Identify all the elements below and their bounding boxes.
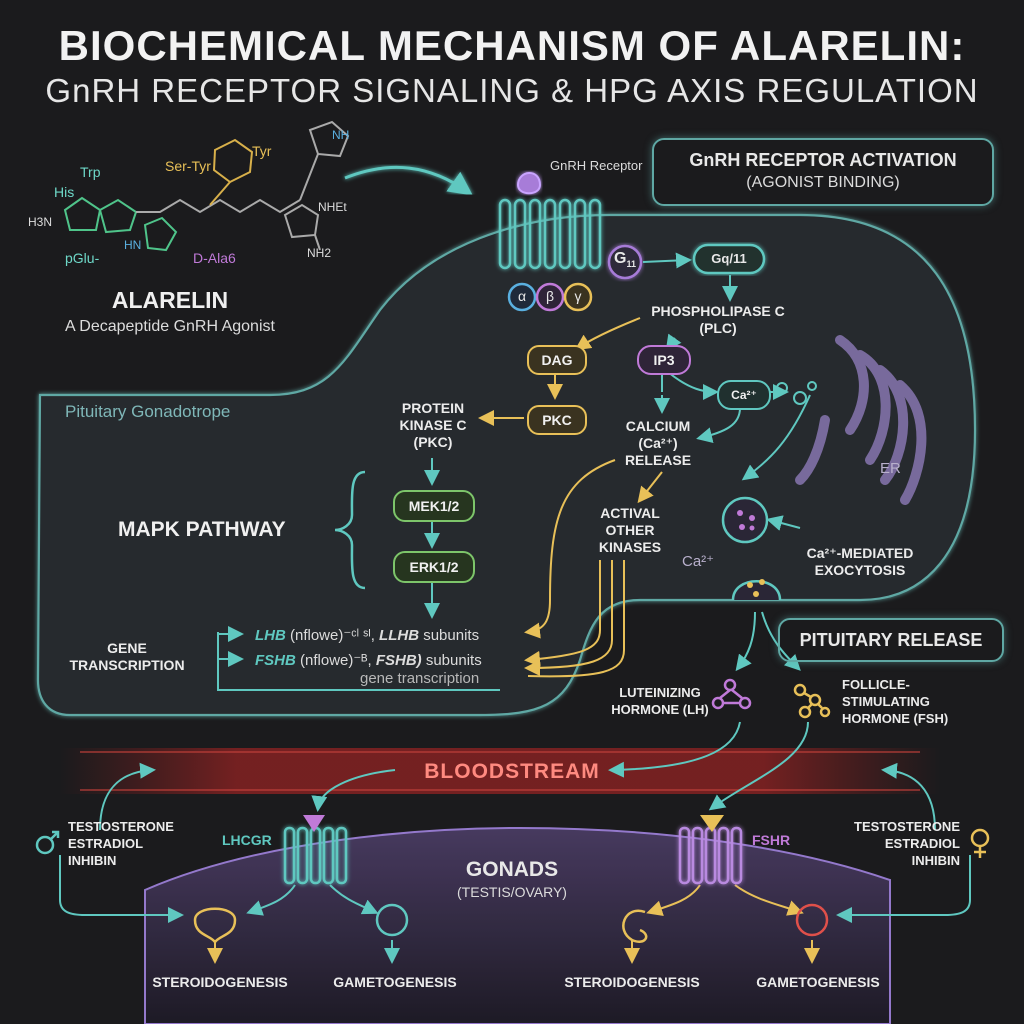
er-graphic [795,335,927,505]
dag-node: DAG [527,345,587,375]
mek-node: MEK1/2 [393,490,475,522]
gnrh-receptor-label: GnRH Receptor [550,158,643,173]
residue-nhet: NHEt [318,200,347,214]
lhb-gene-line: LHB (nflowe)⁻ᶜˡ ˢᴵ, LLHB subunits [255,627,480,644]
ca-node: Ca²⁺ [717,380,771,410]
residue-trp: Trp [80,164,101,180]
residue-pglu: pGlu- [65,250,100,266]
pituitary-release-label: PITUITARY RELEASE [799,630,983,650]
steroidogenesis-icon-right [622,909,648,943]
gq-label: Gq/11 [711,251,747,266]
gonads-title: GONADS [465,858,559,881]
gametogenesis-label-right: GAMETOGENESIS [756,974,880,990]
subunit-beta: β [545,288,555,304]
receptor-activation-box: GnRH RECEPTOR ACTIVATION (AGONIST BINDIN… [652,138,994,206]
residue-h3n: H3N [28,215,53,229]
gonads-subtitle: (TESTIS/OVARY) [457,884,567,900]
residue-ser-tyr: Ser-Tyr [165,158,211,174]
cytosol-calcium-label: Ca²⁺ [682,553,715,570]
gnrh-receptor-graphic [498,198,602,270]
g-protein-label: G11 [614,250,636,270]
residue-tyr: Tyr [252,143,272,159]
steroidogenesis-label-right: STEROIDOGENESIS [564,974,700,990]
gametogenesis-icon-right [795,903,829,937]
activation-title: GnRH RECEPTOR ACTIVATION [689,150,957,170]
main-subtitle: GnRH RECEPTOR SIGNALING & HPG AXIS REGUL… [45,72,979,109]
gametogenesis-icon-left [375,903,409,937]
male-symbol-icon [35,830,60,855]
er-label: ER [880,460,901,477]
erk-node: ERK1/2 [393,551,475,583]
residue-hn: HN [124,238,142,252]
gonads-region [144,826,891,1024]
residue-nh2: NH2 [307,246,332,260]
pituitary-release-box: PITUITARY RELEASE [778,618,1004,662]
residue-d-ala: D-Ala6 [193,250,236,266]
mapk-pathway-label: MAPK PATHWAY [118,518,286,541]
gene-transcription-note: gene transcription [360,670,480,687]
residue-nh: NH [332,128,350,142]
lhcgr-label: LHCGR [222,832,272,848]
fshr-receptor-graphic [678,826,743,885]
bloodstream-band [60,748,940,794]
pituitary-gonadotrope-label: Pituitary Gonadotrope [65,402,231,421]
fshb-gene-line: FSHB (nflowe)⁻ᴮ, FSHB) subunits [255,652,482,669]
mapk-bracket [334,470,366,590]
activation-subtitle: (AGONIST BINDING) [746,174,900,191]
residue-his: His [54,184,75,200]
molecule-name: ALARELIN [111,287,229,313]
calcium-release-label: CALCIUM(Ca²⁺)RELEASE [624,418,692,468]
gametogenesis-label-left: GAMETOGENESIS [333,974,457,990]
subunit-gamma: γ [574,288,582,304]
ip3-node: IP3 [637,345,691,375]
alarelin-structure [63,120,350,252]
plc-label: PHOSPHOLIPASE C(PLC) [651,303,785,336]
fshr-label: FSHR [752,832,791,848]
subunit-alpha: α [517,288,527,304]
steroidogenesis-label-left: STEROIDOGENESIS [152,974,288,990]
female-symbol-icon [970,828,990,858]
pkc-node: PKC [527,405,587,435]
molecule-subtitle: A Decapeptide GnRH Agonist [65,318,275,335]
main-title: BIOCHEMICAL MECHANISM OF ALARELIN: [58,22,966,69]
steroidogenesis-icon-left [193,907,237,945]
bloodstream-label: BLOODSTREAM [424,760,600,783]
